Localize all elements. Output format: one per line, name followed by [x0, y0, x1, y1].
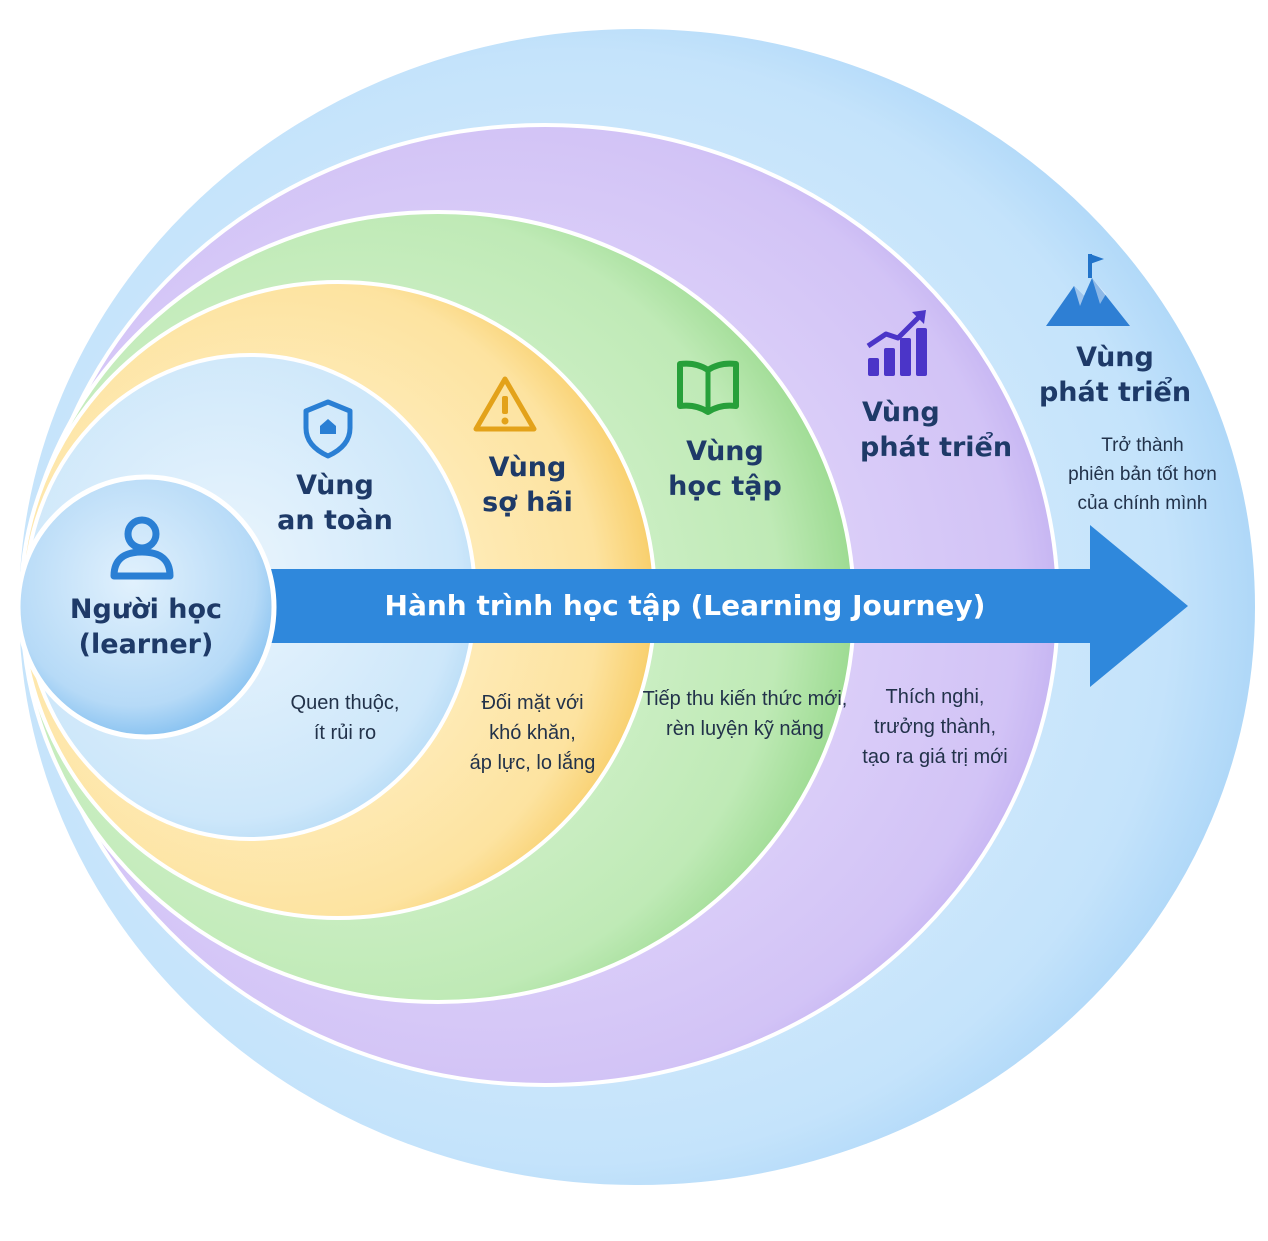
zone-learning-title-line1: Vùng [686, 436, 764, 467]
zone-growth-title-line2: phát triển [860, 432, 1013, 463]
zone-fear-title-line1: Vùng [488, 452, 567, 483]
learner-title-line1: Người học [69, 594, 223, 625]
zone-development-desc-line: Trở thành [1101, 435, 1184, 456]
zone-development-title-line1: Vùng [1076, 342, 1154, 373]
learner-circle [15, 474, 277, 740]
zone-growth-desc: Thích nghi, trưởng thành, tạo ra giá trị… [840, 682, 1030, 772]
zone-fear-title: Vùng sợ hãi [440, 450, 615, 520]
zone-learning-desc-line: rèn luyện kỹ năng [666, 718, 824, 740]
zone-development-desc-line: phiên bản tốt hơn [1068, 464, 1217, 485]
zone-fear-desc-line: Đối mặt với [481, 692, 584, 714]
zone-safe-title-line1: Vùng [296, 470, 374, 501]
warning-icon [472, 374, 538, 434]
learner-title-line2: (learner) [78, 629, 214, 660]
zone-development-desc-line: của chính mình [1077, 493, 1208, 514]
zone-fear-desc: Đối mặt với khó khăn, áp lực, lo lắng [440, 688, 625, 778]
zone-development-title-line2: phát triển [1038, 377, 1192, 408]
zone-development-title: Vùng phát triển [1030, 340, 1200, 410]
zone-safe-title-line2: an toàn [277, 505, 393, 536]
zone-learning-title: Vùng học tập [640, 434, 810, 504]
zone-safe-title: Vùng an toàn [250, 468, 420, 538]
user-icon [108, 516, 176, 580]
journey-label: Hành trình học tập (Learning Journey) [384, 589, 986, 622]
zone-growth-desc-line: tạo ra giá trị mới [862, 746, 1008, 768]
zone-learning-desc-line: Tiếp thu kiến thức mới, [642, 688, 848, 710]
zone-safe-desc: Quen thuộc, ít rủi ro [245, 688, 445, 748]
zone-fear-desc-line: khó khăn, [489, 722, 576, 744]
zone-growth-desc-line: Thích nghi, [885, 686, 985, 708]
book-icon [672, 358, 744, 420]
zone-growth-title: Vùng phát triển [840, 395, 1020, 465]
zone-learning-desc: Tiếp thu kiến thức mới, rèn luyện kỹ năn… [630, 684, 860, 744]
zone-development-desc: Trở thành phiên bản tốt hơn của chính mì… [1050, 431, 1235, 518]
shield-icon [300, 398, 356, 460]
zone-growth-title-line1: Vùng [862, 397, 940, 428]
chart-growth-icon [864, 308, 930, 380]
zone-safe-desc-line: Quen thuộc, [290, 692, 400, 714]
zone-learning-title-line2: học tập [668, 471, 782, 502]
journey-arrow [250, 525, 1188, 687]
zone-fear-desc-line: áp lực, lo lắng [469, 752, 596, 774]
learner-title: Người học (learner) [46, 592, 246, 662]
mountain-flag-icon [1044, 248, 1132, 328]
zone-fear-title-line2: sợ hãi [482, 487, 573, 518]
zone-safe-desc-line: ít rủi ro [313, 722, 377, 744]
zone-growth-desc-line: trưởng thành, [873, 716, 997, 738]
